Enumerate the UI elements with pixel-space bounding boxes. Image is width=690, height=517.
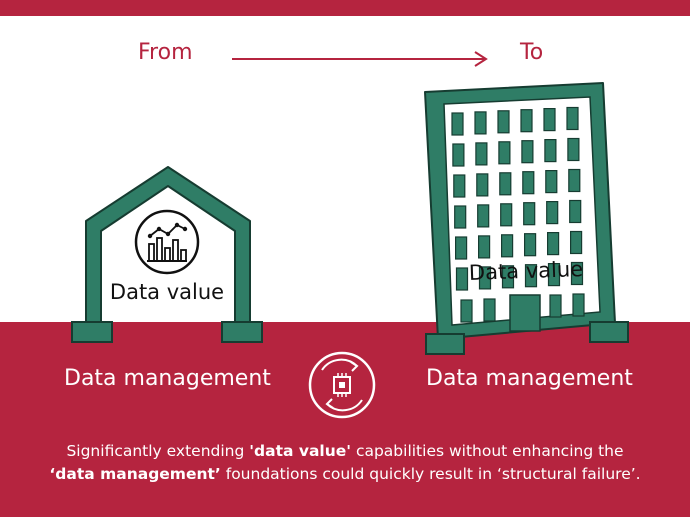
bottom-band [0, 322, 690, 517]
tower-window [547, 263, 561, 287]
house-data-value-label: Data value [109, 280, 225, 304]
tower-window [569, 230, 583, 255]
tower-window [455, 236, 468, 260]
tower-window [549, 294, 562, 318]
tower-window [546, 232, 560, 256]
tower-window [478, 235, 491, 259]
tower-window [572, 293, 585, 317]
caption-part-1: Significantly extending [66, 442, 250, 460]
tower-window [455, 267, 469, 291]
tower-window [498, 141, 511, 165]
tower-window [521, 140, 534, 164]
tower-window [453, 174, 466, 198]
tower-window [499, 172, 512, 196]
tower-window [478, 266, 492, 290]
chip-cycle-icon [308, 351, 376, 419]
tower-window [475, 142, 488, 166]
caption-bold-1: 'data value' [249, 442, 352, 460]
tower-window [546, 201, 559, 225]
tower [424, 82, 629, 355]
tower-windows [451, 106, 585, 323]
caption-part-2: capabilities without enhancing the [351, 442, 624, 460]
tower-window [460, 299, 473, 323]
from-label: From [138, 40, 193, 65]
tower-window [520, 109, 533, 133]
tower-window [566, 106, 579, 131]
tower-window [483, 298, 496, 322]
tower-data-value-label: Data value [468, 257, 584, 285]
caption: Significantly extending 'data value' cap… [30, 440, 660, 486]
data-management-label-left: Data management [64, 366, 271, 391]
tower-window [569, 199, 582, 224]
top-band [0, 0, 690, 16]
tower-window [523, 233, 537, 257]
tower-window [524, 264, 538, 288]
tower-window [523, 202, 536, 226]
tower-window [451, 112, 464, 136]
caption-bold-2: ‘data management’ [49, 465, 221, 483]
tower-window [544, 139, 557, 163]
tower-window [474, 111, 487, 135]
house [71, 166, 263, 343]
tower-window [570, 261, 584, 286]
tower-window [476, 173, 489, 197]
tower-window [497, 110, 510, 134]
caption-part-3: foundations could quickly result in ‘str… [220, 465, 641, 483]
tower-window [545, 170, 558, 194]
tower-window [452, 143, 465, 167]
tower-window [501, 234, 514, 258]
tower-window [567, 137, 580, 162]
tower-window [500, 203, 513, 227]
chart-icon [134, 209, 200, 275]
tower-window [522, 171, 535, 195]
tower-window [568, 168, 581, 193]
arrow-right-icon [232, 51, 488, 67]
tower-window [477, 204, 490, 228]
tower-window [501, 265, 515, 289]
to-label: To [520, 40, 544, 65]
tower-window [454, 205, 467, 229]
tower-window [543, 107, 556, 132]
data-management-label-right: Data management [426, 366, 633, 391]
